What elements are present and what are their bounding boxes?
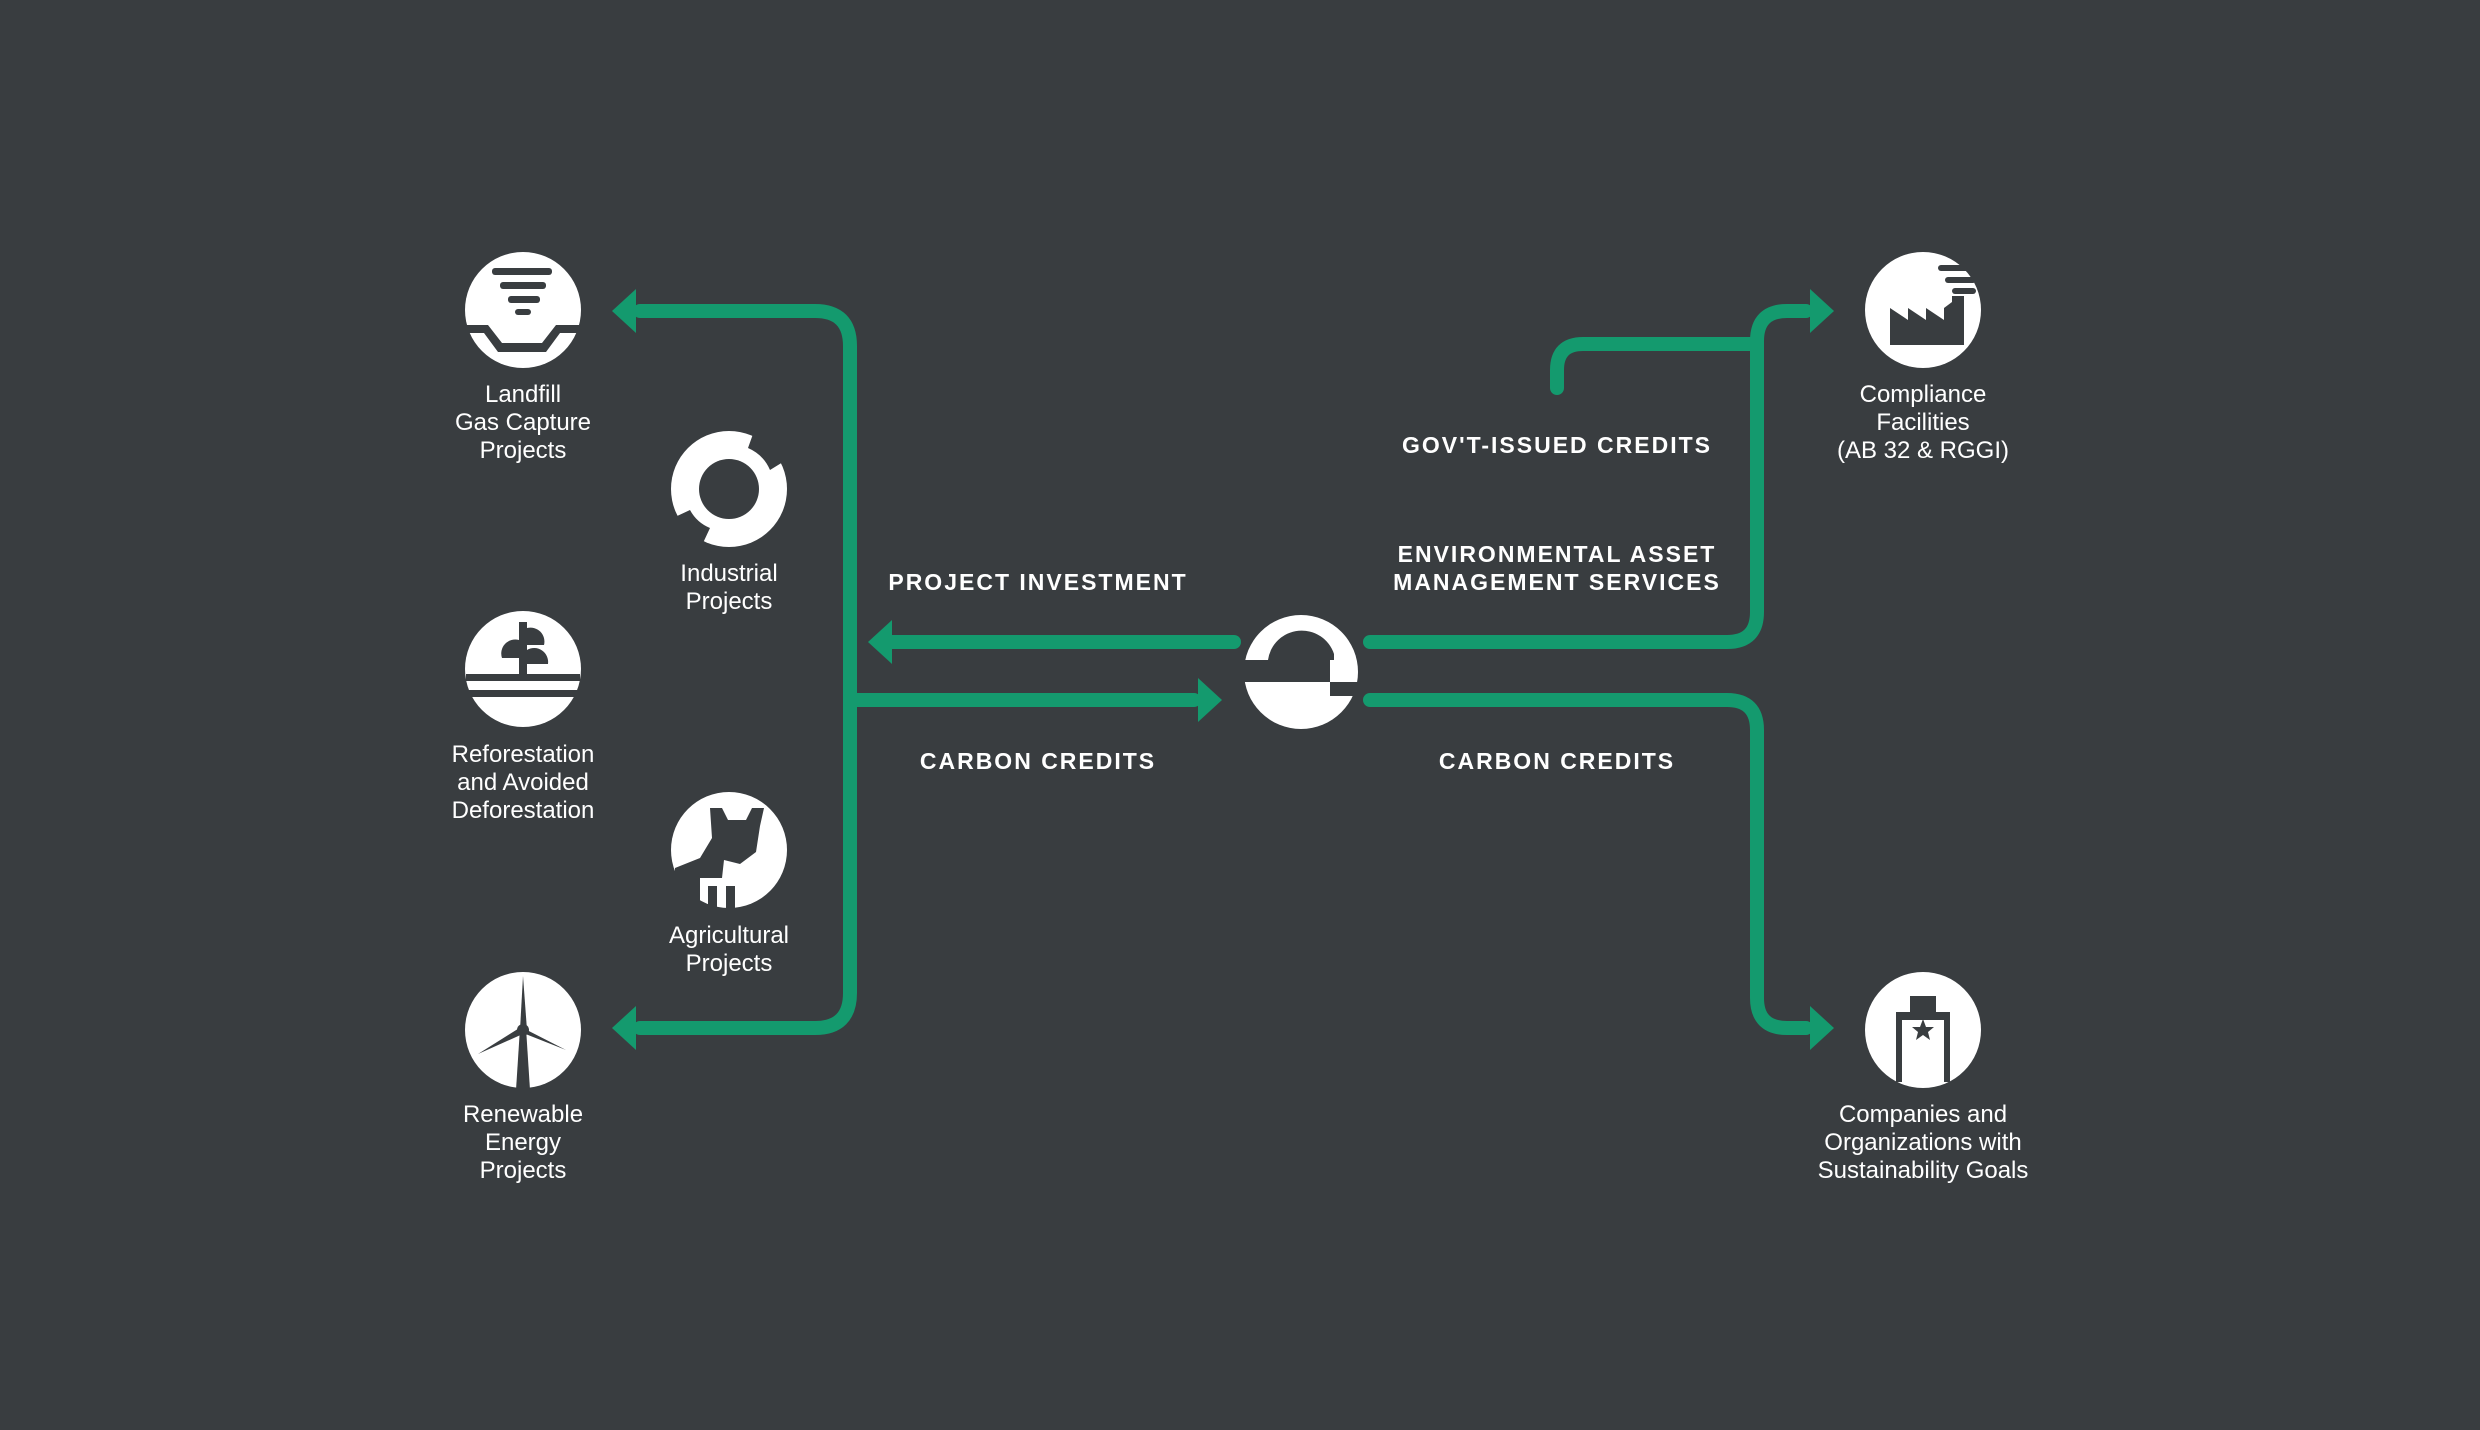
arrowhead-to-landfill [612,289,636,333]
gear-icon [671,431,787,547]
carbon-credits-right-label: CARBON CREDITS [1438,748,1676,774]
renewable-label: Renewable Energy Projects [462,1101,584,1184]
arrowhead-to-compliance [1810,289,1834,333]
office-building-icon [1865,972,1981,1088]
govt-credits-label: GOV'T-ISSUED CREDITS [1401,432,1712,458]
e-logo-counter [1268,630,1334,660]
flow-line-eams [1363,304,1813,649]
landfill-label: Landfill Gas Capture Projects [454,381,592,464]
flow-line-govt-credits [1550,337,1764,395]
arrowhead-to-companies [1810,1006,1834,1050]
flow-line-carbon-credits-right [1363,693,1813,1035]
factory-icon [1865,252,1981,368]
arrowhead-project-investment [868,620,892,664]
arrowhead-to-renewable [612,1006,636,1050]
companies-label: Companies and Organizations with Sustain… [1817,1101,2029,1184]
carbon-credits-left-label: CARBON CREDITS [919,748,1157,774]
e-logo-gap [1330,682,1360,696]
wind-turbine-icon [465,972,581,1088]
industrial-label: Industrial Projects [680,560,778,615]
arrowhead-carbon-credits-left [1198,678,1222,722]
project-investment-label: PROJECT INVESTMENT [888,569,1188,595]
agricultural-label: Agricultural Projects [668,922,790,977]
reforestation-label: Reforestation and Avoided Deforestation [451,741,595,824]
eams-label: ENVIRONMENTAL ASSET MANAGEMENT SERVICES [1393,541,1721,595]
plant-icon [465,611,581,727]
e-logo-icon [1244,615,1360,729]
cow-icon [671,792,787,908]
flow-line-left-bracket [633,304,857,1035]
landfill-gas-icon [465,252,581,368]
flow-arrowheads [612,289,1834,1050]
compliance-label: Compliance Facilities (AB 32 & RGGI) [1836,381,2010,464]
e-logo-disc [1244,615,1358,729]
flow-lines [633,304,1813,1035]
